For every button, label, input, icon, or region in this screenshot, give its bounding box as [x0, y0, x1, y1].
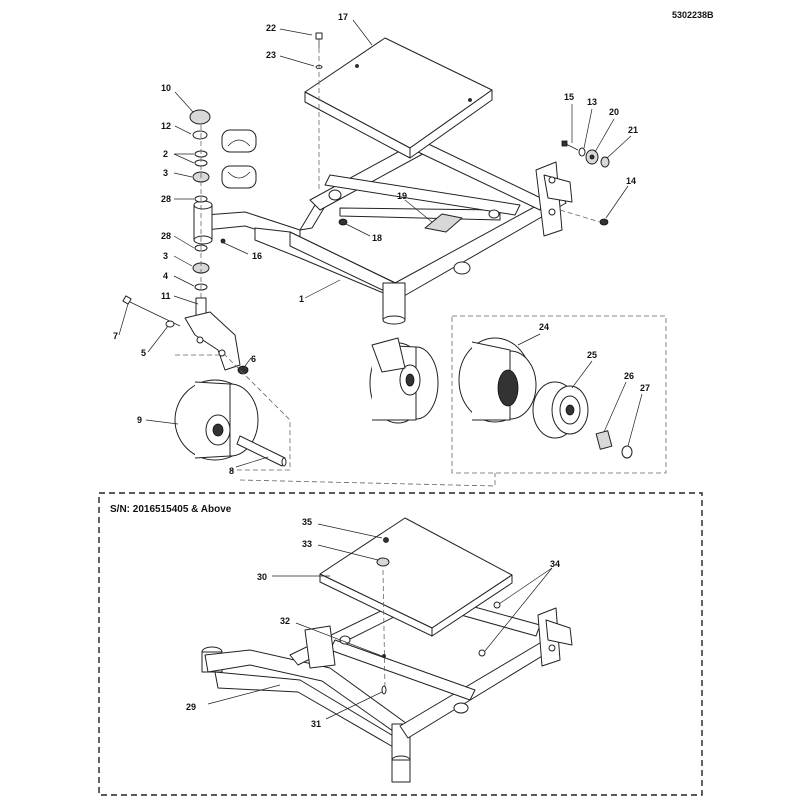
callout-26: 26	[624, 371, 634, 381]
callout-33: 33	[302, 539, 312, 549]
fastener-31	[381, 685, 387, 695]
callout-31: 31	[311, 719, 321, 729]
callout-23: 23	[266, 50, 276, 60]
main-frame	[204, 139, 573, 325]
callout-9: 9	[137, 415, 142, 425]
callout-3a: 3	[163, 168, 168, 178]
callout-30: 30	[257, 572, 267, 582]
callout-34: 34	[550, 559, 560, 569]
wheel-detail-box	[451, 315, 667, 474]
callout-labels-lower: 35 33 30 32 29 31 34	[186, 517, 560, 729]
callout-17: 17	[338, 12, 348, 22]
wheel-assembly-detail	[458, 337, 633, 459]
nut-6	[237, 365, 249, 375]
bearing-stack-upper	[189, 109, 211, 203]
callout-6: 6	[251, 354, 256, 364]
callout-5: 5	[141, 348, 146, 358]
callout-29: 29	[186, 702, 196, 712]
callout-22: 22	[266, 23, 276, 33]
nut-33	[376, 557, 390, 567]
pad-19	[424, 213, 463, 233]
leader-lines-upper	[118, 19, 643, 468]
front-caster-wheel	[369, 337, 439, 424]
callout-20: 20	[609, 107, 619, 117]
caster-fork	[184, 297, 241, 371]
callout-24: 24	[539, 322, 549, 332]
callout-2: 2	[163, 149, 168, 159]
right-hardware	[561, 140, 610, 226]
bolt-35	[383, 537, 389, 543]
fastener-32	[382, 654, 386, 658]
callout-8: 8	[229, 466, 234, 476]
callout-15: 15	[564, 92, 574, 102]
callout-21: 21	[628, 125, 638, 135]
callout-1: 1	[299, 294, 304, 304]
axle-8	[236, 435, 287, 467]
callout-4: 4	[163, 271, 168, 281]
callout-27: 27	[640, 383, 650, 393]
document-id: 5302238B	[672, 10, 714, 20]
serial-box-title: S/N: 2016515405 & Above	[110, 504, 232, 515]
callout-11: 11	[161, 291, 171, 301]
callout-3b: 3	[163, 251, 168, 261]
left-caster-wheel	[174, 379, 259, 461]
callout-10: 10	[161, 83, 171, 93]
callout-28b: 28	[161, 231, 171, 241]
callout-16: 16	[252, 251, 262, 261]
callout-18: 18	[372, 233, 382, 243]
bolt-7	[122, 295, 181, 328]
leader-lines-lower	[207, 523, 553, 720]
callout-25: 25	[587, 350, 597, 360]
seat-plate	[304, 37, 493, 159]
bearing-stack-lower	[192, 244, 210, 291]
serial-box	[98, 492, 703, 796]
callout-19: 19	[397, 191, 407, 201]
callout-35: 35	[302, 517, 312, 527]
callout-12: 12	[161, 121, 171, 131]
callout-14: 14	[626, 176, 636, 186]
callout-28a: 28	[161, 194, 171, 204]
grease-fitting-16	[220, 238, 226, 244]
bearing-detail	[221, 129, 257, 189]
lower-frame	[201, 591, 573, 783]
callout-32: 32	[280, 616, 290, 626]
callout-13: 13	[587, 97, 597, 107]
nut-18	[338, 218, 348, 226]
caster-pivot-tube	[193, 200, 213, 245]
callout-labels-upper: 22 17 23 10 12 2 3 28 28 3 4 11 7 5 6 9 …	[113, 12, 650, 476]
callout-7: 7	[113, 331, 118, 341]
